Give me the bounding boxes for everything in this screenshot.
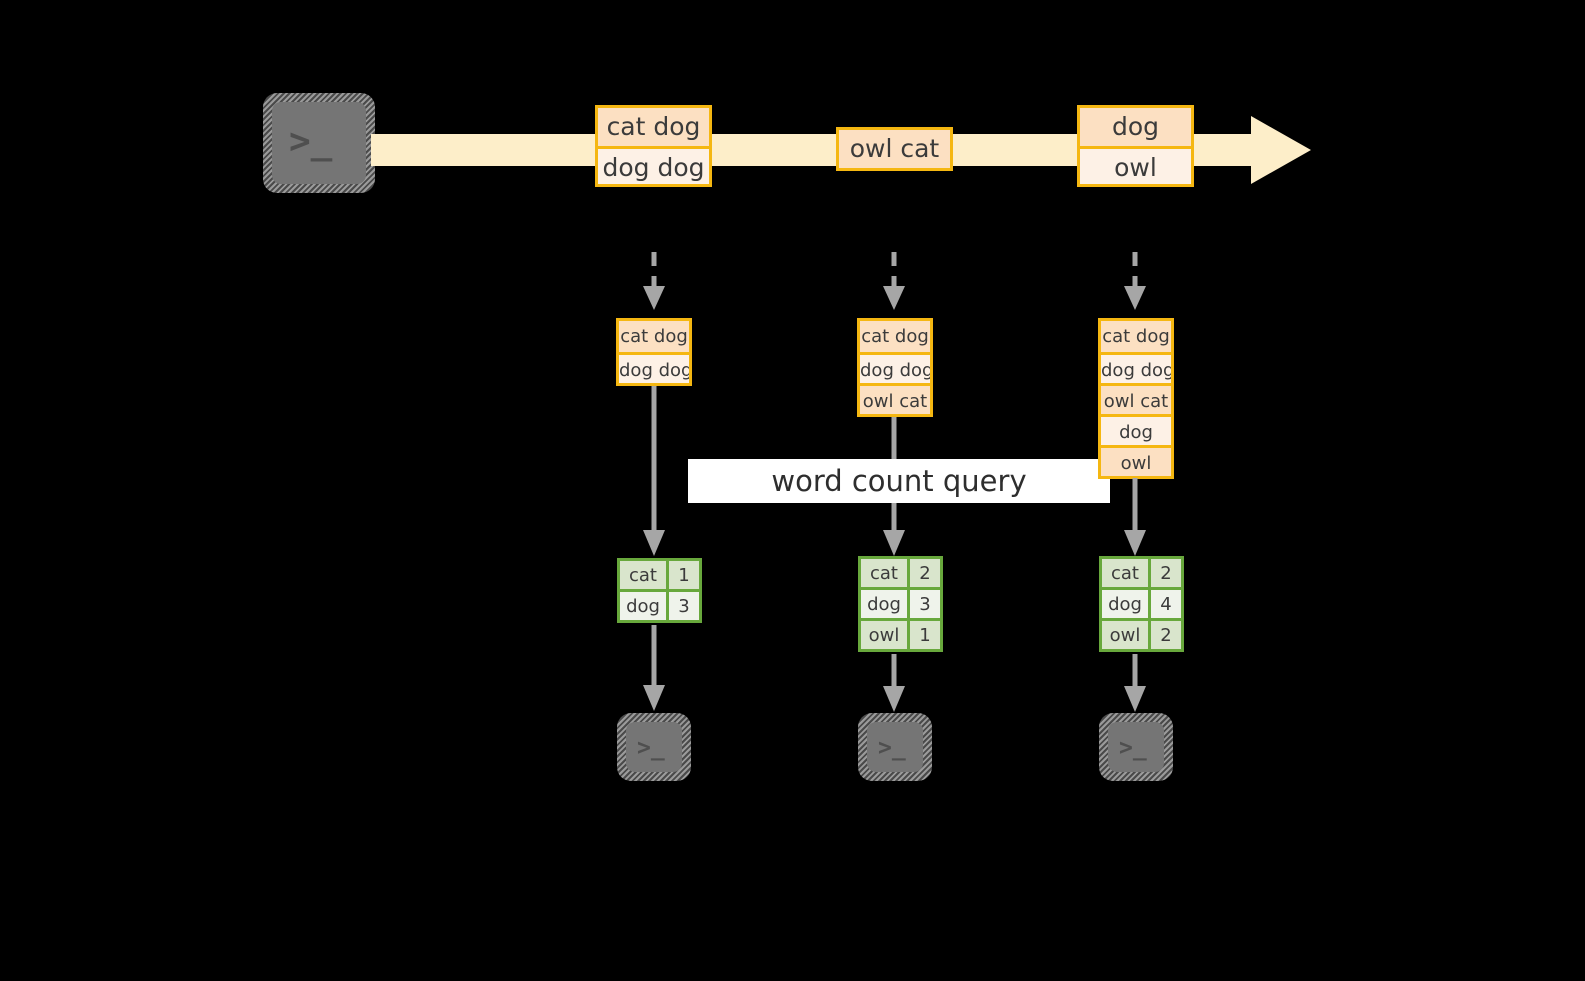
result-word: dog (618, 589, 668, 622)
result-table-2: cat 2 dog 3 owl 1 (858, 556, 943, 652)
dashed-down-arrow-3 (1121, 252, 1149, 314)
result-word: cat (618, 559, 668, 591)
snapshot-records-2: cat dog dog dog owl cat (857, 318, 933, 417)
result-word: dog (859, 587, 909, 620)
result-word: owl (1100, 618, 1150, 651)
table-row: cat 2 (859, 557, 942, 589)
output-arrow-2 (880, 654, 908, 714)
consumer-terminal-icon-2: >_ (858, 713, 932, 781)
result-word: cat (859, 557, 909, 589)
snapshot-record: cat dog (619, 321, 689, 352)
table-row: dog 4 (1100, 587, 1183, 620)
terminal-face (867, 722, 923, 772)
result-count: 3 (666, 589, 701, 622)
producer-terminal-icon: >_ (263, 93, 375, 193)
stream-group-2: owl cat (836, 127, 953, 171)
stream-record: owl (1080, 146, 1191, 184)
result-count: 2 (1148, 618, 1183, 651)
stream-group-1: cat dog dog dog (595, 105, 712, 187)
result-word: cat (1100, 557, 1150, 589)
result-word: dog (1100, 587, 1150, 620)
output-arrow-3 (1121, 654, 1149, 714)
consumer-terminal-icon-3: >_ (1099, 713, 1173, 781)
table-row: owl 1 (859, 618, 942, 651)
result-word: owl (859, 618, 909, 651)
snapshot-records-3: cat dog dog dog owl cat dog owl (1098, 318, 1174, 479)
dashed-down-arrow-1 (640, 252, 668, 314)
query-arrow-3 (1121, 478, 1149, 558)
stream-record: owl cat (839, 130, 950, 168)
dashed-down-arrow-2 (880, 252, 908, 314)
terminal-prompt-glyph: >_ (878, 735, 906, 761)
consumer-terminal-icon-1: >_ (617, 713, 691, 781)
result-count: 4 (1148, 587, 1183, 620)
snapshot-record: dog (1101, 414, 1171, 445)
snapshot-records-1: cat dog dog dog (616, 318, 692, 386)
snapshot-record: cat dog (1101, 321, 1171, 352)
stream-record: dog (1080, 108, 1191, 146)
snapshot-record: dog dog (1101, 352, 1171, 383)
snapshot-record: owl cat (1101, 383, 1171, 414)
result-count: 3 (907, 587, 942, 620)
query-arrow-1 (640, 386, 668, 558)
table-row: dog 3 (859, 587, 942, 620)
table-row: cat 1 (618, 559, 701, 591)
terminal-prompt-glyph: >_ (637, 735, 665, 761)
stream-record: cat dog (598, 108, 709, 146)
snapshot-record: owl cat (860, 383, 930, 414)
terminal-face (1108, 722, 1164, 772)
terminal-face (626, 722, 682, 772)
snapshot-record: owl (1101, 445, 1171, 476)
result-table-3: cat 2 dog 4 owl 2 (1099, 556, 1184, 652)
terminal-prompt-glyph: >_ (289, 121, 333, 162)
snapshot-record: cat dog (860, 321, 930, 352)
stream-group-3: dog owl (1077, 105, 1194, 187)
snapshot-record: dog dog (860, 352, 930, 383)
table-row: cat 2 (1100, 557, 1183, 589)
output-arrow-1 (640, 625, 668, 713)
terminal-face (272, 102, 366, 184)
result-count: 2 (1148, 557, 1183, 589)
result-count: 2 (907, 557, 942, 589)
terminal-prompt-glyph: >_ (1119, 735, 1147, 761)
table-row: dog 3 (618, 589, 701, 622)
result-count: 1 (666, 559, 701, 591)
snapshot-record: dog dog (619, 352, 689, 383)
result-count: 1 (907, 618, 942, 651)
stream-record: dog dog (598, 146, 709, 184)
table-row: owl 2 (1100, 618, 1183, 651)
query-banner-label: word count query (688, 459, 1110, 503)
result-table-1: cat 1 dog 3 (617, 558, 702, 623)
